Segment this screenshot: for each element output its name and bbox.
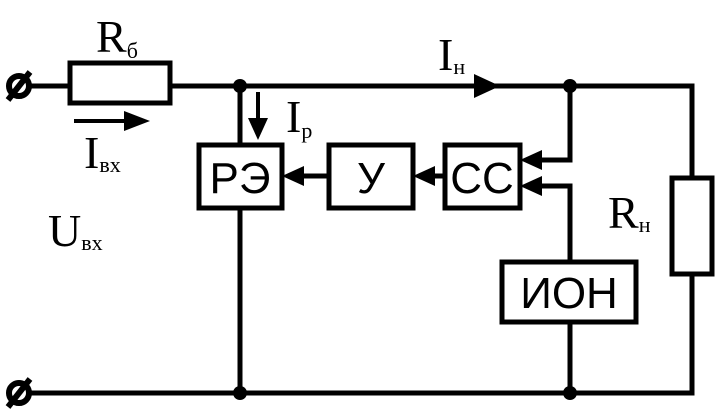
label-u-in: Uвх: [48, 205, 103, 256]
block-ss: [442, 142, 523, 211]
ballast-resistor: [67, 60, 173, 106]
load-resistor: [669, 175, 715, 277]
block-u-label: У: [357, 154, 386, 203]
block-ion: [499, 259, 639, 325]
label-r-load: Rн: [608, 187, 651, 238]
arrow-i-reg: [248, 92, 268, 140]
label-i-load: Iн: [438, 29, 465, 80]
block-re: [196, 142, 285, 211]
arrow-u-to-re: [282, 166, 304, 186]
arrow-i-in: [74, 111, 150, 131]
label-r-ballast: Rб: [96, 11, 138, 63]
block-ion-label: ИОН: [520, 269, 618, 318]
arrow-i-load: [474, 74, 500, 98]
block-re-label: РЭ: [210, 154, 271, 203]
arrow-ss-to-u: [413, 166, 435, 186]
arrow-ref-into-ss: [520, 176, 542, 196]
label-i-reg: Iр: [286, 91, 312, 143]
block-ss-label: СС: [450, 154, 514, 203]
label-i-in: Iвх: [84, 127, 121, 178]
arrow-sense-into-ss: [520, 150, 542, 170]
